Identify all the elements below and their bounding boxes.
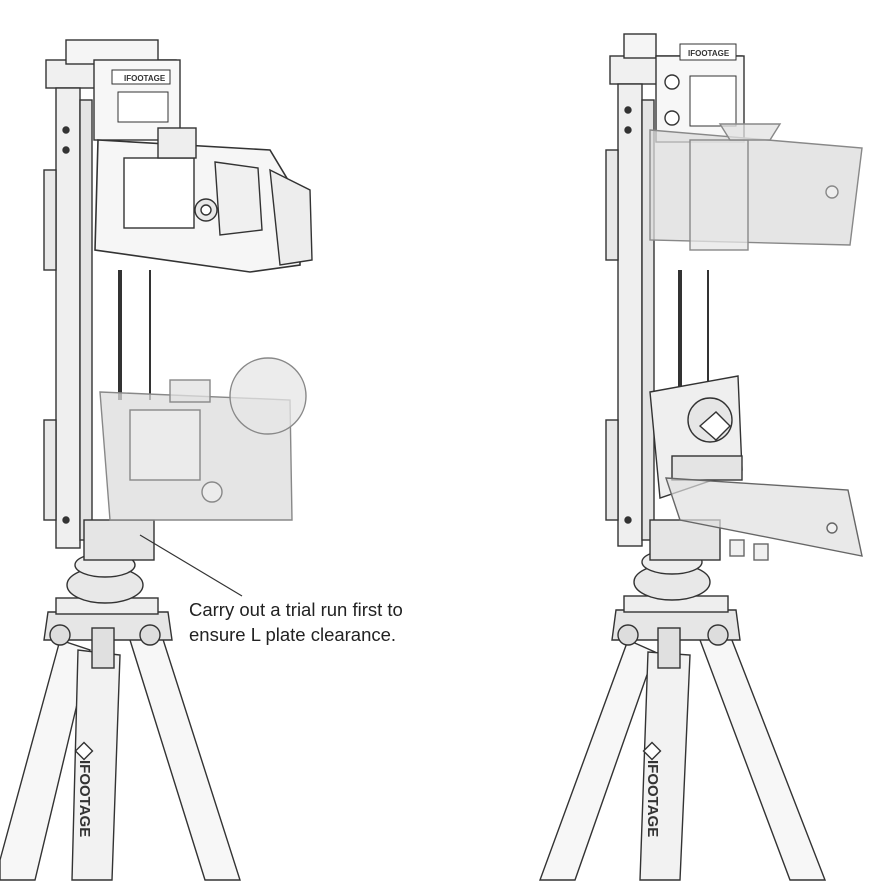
left-callout-leader: [139, 534, 243, 597]
left-rig: IFOOTAGE IFOOTAGE: [0, 39, 313, 881]
left-camera-lower-ghost: [99, 357, 307, 521]
caption-line-2: ensure L plate clearance.: [189, 624, 397, 645]
right-panel-brand: IFOOTAGE: [688, 49, 730, 58]
right-tripod: [538, 549, 827, 881]
left-tripod-logo-icon: [74, 741, 94, 761]
caption-line-1: Carry out a trial run first to: [189, 599, 403, 620]
right-rig: IFOOTAGE IFOOTAGE: [538, 33, 863, 881]
left-tripod-brand: IFOOTAGE: [76, 760, 93, 837]
left-panel-brand: IFOOTAGE: [124, 74, 166, 83]
left-camera-upper: [94, 127, 313, 273]
right-phone-upper-ghost: [649, 123, 863, 251]
right-tripod-logo-icon: [642, 741, 662, 761]
left-tripod: [0, 552, 241, 881]
right-phone-lower: [665, 477, 863, 561]
right-lower-mount: [649, 375, 743, 499]
right-control-panel: IFOOTAGE: [655, 43, 745, 143]
right-tripod-brand: IFOOTAGE: [644, 760, 661, 837]
left-control-panel: IFOOTAGE: [93, 59, 181, 141]
trial-run-caption: Carry out a trial run first to ensure L …: [189, 597, 469, 647]
